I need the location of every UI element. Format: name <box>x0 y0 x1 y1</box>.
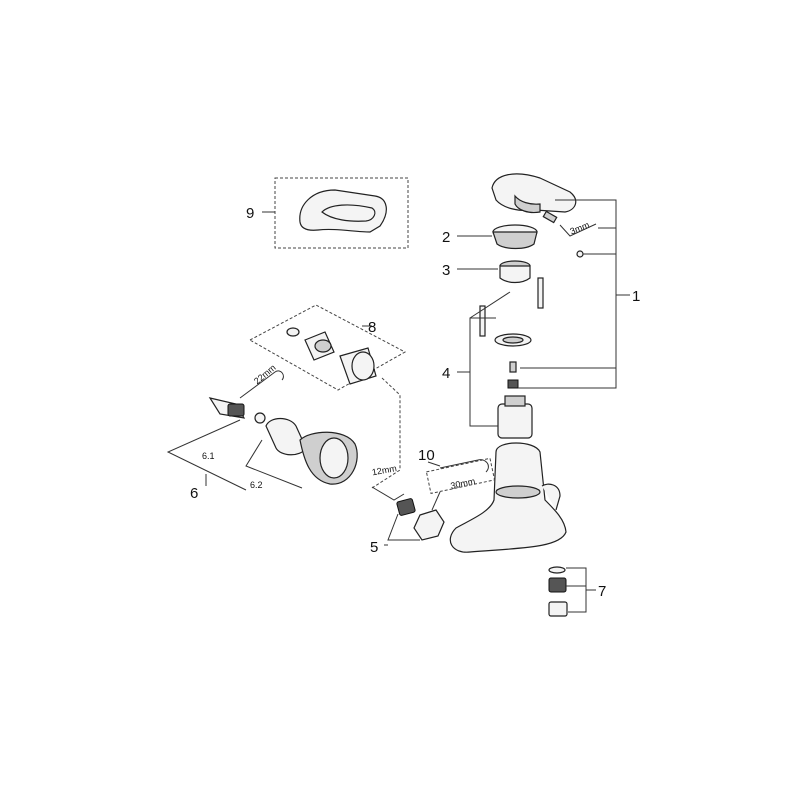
part-8-box <box>248 304 407 391</box>
hex-key-3mm <box>559 223 597 237</box>
cartridge-stem <box>504 395 526 407</box>
spring-pin <box>509 361 517 373</box>
bracket-6-1 <box>166 419 247 491</box>
callout-7: 7 <box>598 583 606 600</box>
cap-ring-body <box>492 231 538 250</box>
lever-slot <box>321 204 376 222</box>
small-nut <box>507 379 519 389</box>
aerator-insert <box>548 577 567 593</box>
leader-10 <box>427 461 441 467</box>
bracket-4-top <box>469 291 511 319</box>
set-screw <box>542 210 558 224</box>
connector-nipple <box>396 498 416 516</box>
part-5-group: 5 <box>370 498 445 556</box>
part-9-box <box>274 177 409 249</box>
callout-6-1: 6.1 <box>202 451 215 461</box>
eccentric-washer <box>254 412 266 424</box>
aerator-housing <box>548 601 568 617</box>
body-collar <box>495 485 541 499</box>
washer-hole <box>502 336 524 344</box>
wrench-30mm-label: 30mm <box>450 476 477 491</box>
part-7-group: 7 <box>548 566 606 617</box>
bracket-7 <box>566 567 587 613</box>
hex-key-3mm-label: 3mm <box>568 220 590 237</box>
callout-6-2: 6.2 <box>250 480 263 490</box>
union-nut <box>413 509 445 541</box>
bolt-left <box>479 305 486 337</box>
body-spout-link <box>541 483 561 511</box>
callout-9: 9 <box>246 205 254 222</box>
leader-10-to-5 <box>431 491 441 511</box>
bracket-6-2 <box>245 439 303 489</box>
part-8-group: 8 <box>248 304 407 489</box>
bracket-5 <box>387 513 420 541</box>
hex-key-12mm-label: 12mm <box>371 463 397 477</box>
wrench-22mm-label: 22mm <box>252 362 278 386</box>
part-8-sleeve-end <box>351 351 375 381</box>
part-9-group: 9 <box>246 177 409 249</box>
callout-2: 2 <box>442 229 450 246</box>
wrench-22mm <box>239 370 284 399</box>
eccentric-hex <box>227 403 245 417</box>
aerator-washer <box>548 566 566 574</box>
part-10-group: 30mm 10 <box>418 447 496 511</box>
callout-5: 5 <box>370 539 378 556</box>
hex-key-12mm <box>371 486 405 501</box>
callout-6: 6 <box>190 485 198 502</box>
part-8-connector-line <box>371 377 401 489</box>
part-8-washer <box>286 327 300 337</box>
cap-plug <box>576 250 584 258</box>
faucet-body-group <box>449 442 567 553</box>
wrench-30mm <box>439 459 489 473</box>
bonnet-body <box>499 265 531 284</box>
part-6-group: 22mm 6.1 6.2 6 <box>166 362 358 502</box>
callout-4: 4 <box>442 365 450 382</box>
part-8-nipple-end <box>314 339 332 353</box>
callout-3: 3 <box>442 262 450 279</box>
callout-10: 10 <box>418 447 435 464</box>
callout-8: 8 <box>368 319 376 336</box>
top-handle <box>491 173 577 213</box>
rosette-base <box>265 417 307 456</box>
part-10-box <box>425 457 496 495</box>
cartridge-body <box>497 403 533 439</box>
hex-key-12mm-group: 12mm <box>371 463 405 501</box>
bracket-1 <box>518 199 617 389</box>
handle-neck <box>514 194 541 214</box>
callout-1: 1 <box>632 288 640 305</box>
bolt-right <box>537 277 544 309</box>
faucet-top-group: 3mm 2 3 4 1 <box>442 173 640 439</box>
rosette-cover-opening <box>319 437 349 479</box>
